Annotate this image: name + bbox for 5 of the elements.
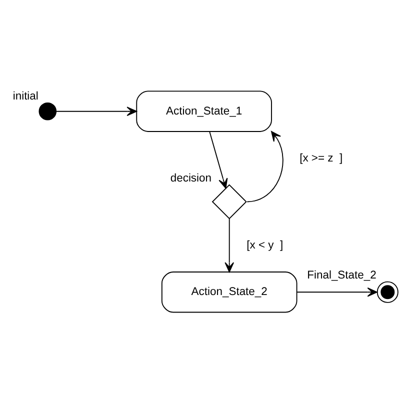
- edge-label: [x < y ]: [246, 240, 284, 252]
- node-label: Final_State_2: [307, 270, 376, 282]
- edge-label: [x >= z ]: [300, 152, 343, 165]
- node-label: initial: [12, 90, 38, 103]
- node-label: decision: [170, 172, 212, 185]
